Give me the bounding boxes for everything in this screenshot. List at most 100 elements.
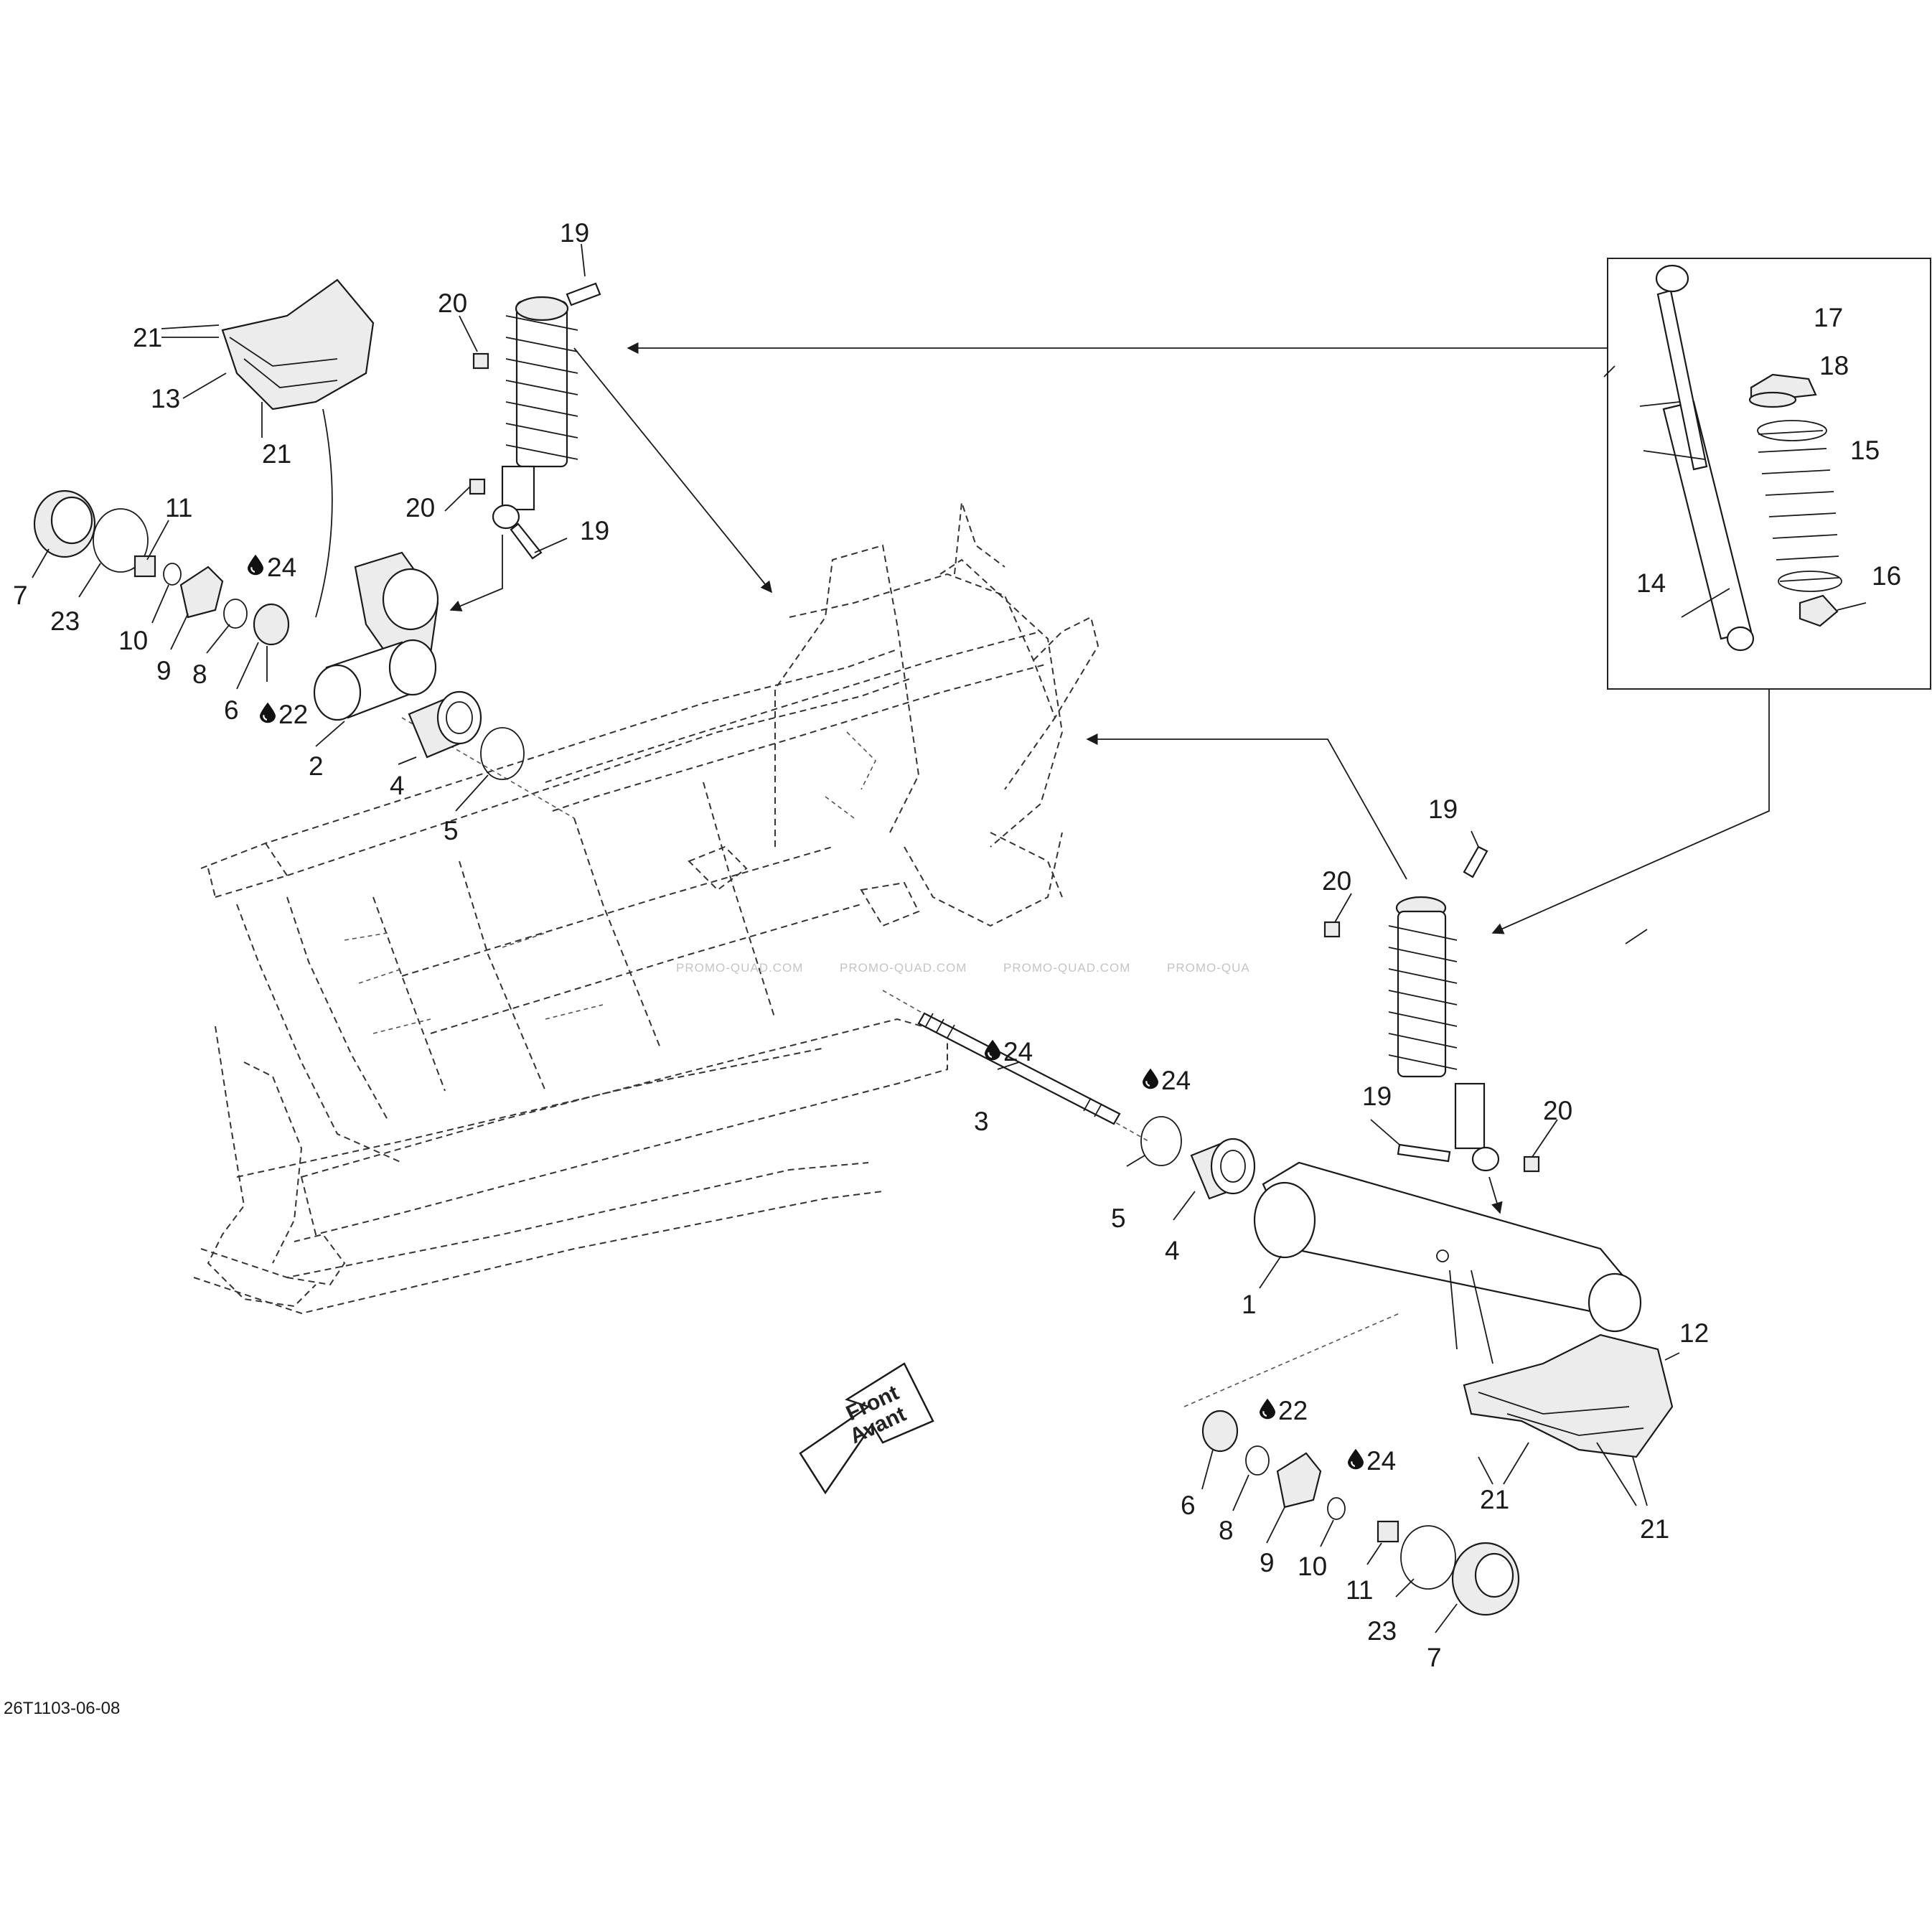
center-line-hub [1183,1313,1400,1407]
callout-3: 3 [974,1107,989,1136]
lubricant-drop-icon [260,702,276,723]
bearing-left [408,690,482,759]
callout-9: 9 [1260,1548,1275,1577]
callout-13: 13 [151,384,180,413]
callout-14: 14 [1636,568,1666,598]
callout-7: 7 [1427,1643,1442,1672]
callout-24: 24 [1161,1066,1191,1095]
seal-right [1201,1410,1239,1453]
shock-absorber-lower [1388,896,1500,1172]
flange-left [179,566,224,619]
ring-right [1245,1445,1270,1476]
nut-lower-2 [1523,1155,1540,1173]
callout-8: 8 [1219,1516,1234,1545]
washer-right [1327,1497,1346,1520]
callout-21: 21 [1640,1514,1669,1544]
arrow-shock-to-swingarm [1488,1176,1503,1214]
bolt-upper-1 [566,282,601,306]
pivot-shaft [917,1012,1121,1125]
shock-body-detail [1655,264,1755,652]
o-ring-left [93,508,149,573]
callout-21: 21 [133,323,162,352]
callout-19: 19 [1428,794,1458,824]
callout-15: 15 [1850,436,1880,465]
skid-plate-right [1463,1333,1674,1458]
callout-23: 23 [1367,1616,1397,1646]
watermark: PROMO-QUAD.COM [676,961,803,975]
callout-5: 5 [444,816,459,845]
bolt-lower-2 [1397,1143,1451,1163]
bolt-lower-1 [1463,845,1488,878]
callout-17: 17 [1814,303,1843,332]
callout-6: 6 [1181,1491,1196,1520]
shock-absorber-upper [492,296,578,530]
lubricant-drop-icon [985,1039,1000,1061]
callout-20: 20 [438,289,467,318]
ring-left [223,599,248,629]
callout-10: 10 [1298,1552,1327,1581]
callout-11: 11 [1346,1575,1373,1605]
nut-upper-1 [472,352,489,370]
lead-skid-to-bracket [315,408,333,618]
circlip-right [1140,1116,1182,1166]
arrow-upper-to-frame [573,347,773,594]
callout-19: 19 [1362,1082,1392,1111]
hub-cap-right [1451,1542,1520,1616]
drawing-code: 26T1103-06-08 [4,1699,120,1718]
callout-8: 8 [192,660,207,689]
callout-24: 24 [267,553,296,582]
arrow-detail-to-lower [1491,689,1770,934]
lubricant-drop-icon [248,554,263,576]
nut-right [1377,1520,1399,1543]
callout-19: 19 [580,516,609,545]
callout-20: 20 [405,493,435,522]
swing-arm-bracket [313,551,439,721]
callout-5: 5 [1111,1204,1126,1233]
callout-21: 21 [1480,1485,1509,1514]
bearing-right [1190,1138,1256,1200]
bolt-upper-2 [510,522,543,560]
callout-20: 20 [1322,866,1351,896]
watermark: PROMO-QUA [1167,961,1250,975]
front-direction-arrow: Front Avant [799,1362,934,1495]
callout-12: 12 [1679,1318,1709,1348]
callout-9: 9 [156,656,172,685]
lubricant-drop-icon [1348,1448,1364,1470]
swing-arm [1253,1161,1642,1333]
callout-22: 22 [278,700,308,729]
lubricant-drop-icon [1260,1398,1275,1420]
callout-21: 21 [262,439,291,469]
watermark: PROMO-QUAD.COM [840,961,967,975]
arrow-shock-to-bracket [449,535,503,611]
callout-22: 22 [1278,1396,1308,1425]
skid-plate-left [221,278,375,411]
seal-left [253,603,290,646]
arrow-lower-to-frame [1086,733,1407,880]
callout-11: 11 [165,493,192,522]
callout-4: 4 [390,771,405,800]
callout-7: 7 [13,581,28,610]
spring-detail [1757,420,1842,592]
circlip-left [480,727,525,780]
callout-10: 10 [118,626,148,655]
callout-labels: 19 20 20 19 21 13 21 11 24 7 23 10 9 8 6… [13,218,1901,1672]
hub-cap-left [33,489,96,558]
nut-left [133,555,156,578]
callout-1: 1 [1242,1290,1257,1319]
callout-24: 24 [1366,1446,1396,1476]
spring-adjuster-16 [1799,594,1839,627]
callout-4: 4 [1165,1236,1180,1265]
vehicle-frame [193,502,1099,1315]
callout-24: 24 [1003,1037,1033,1066]
washer-left [163,563,182,586]
callout-2: 2 [309,751,324,781]
flange-right [1276,1452,1322,1509]
o-ring-right [1400,1525,1456,1590]
callout-20: 20 [1543,1096,1572,1125]
callout-19: 19 [560,218,589,248]
nut-lower-1 [1323,921,1341,938]
nut-upper-2 [469,478,486,495]
callout-6: 6 [224,695,239,725]
lubricant-drop-icon [1143,1068,1158,1089]
